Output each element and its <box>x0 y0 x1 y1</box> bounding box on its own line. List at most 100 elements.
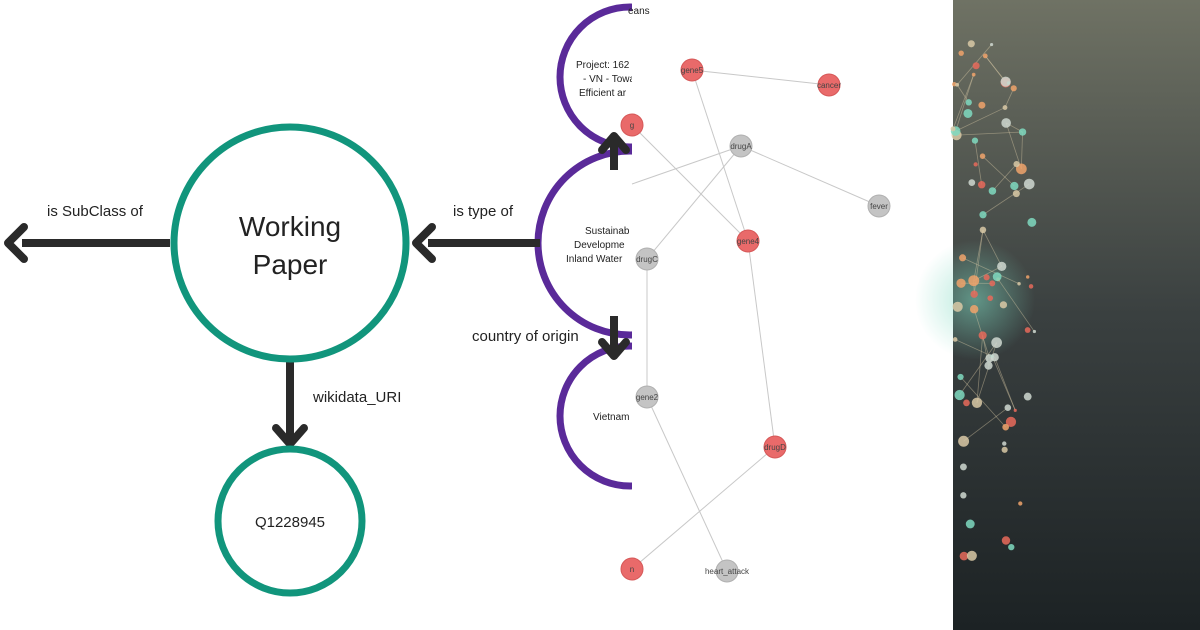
art-line <box>959 342 997 396</box>
art-dot <box>997 261 1007 272</box>
art-line <box>984 55 1007 82</box>
art-dot <box>978 101 986 109</box>
art-line <box>994 357 1016 411</box>
art-dot <box>1001 446 1008 453</box>
art-dot <box>969 305 979 314</box>
art-line <box>952 74 975 130</box>
art-dot <box>963 108 973 118</box>
art-dot <box>1004 404 1012 411</box>
art-dot <box>1018 501 1023 506</box>
art-dot <box>1032 329 1037 334</box>
art-dot <box>1017 282 1021 286</box>
art-dot <box>1001 536 1011 545</box>
graph-node-circle[interactable] <box>635 385 659 409</box>
project-node-label-1: Project: 162 <box>576 60 630 71</box>
graph-links <box>631 69 880 572</box>
art-line <box>956 84 970 103</box>
art-dot <box>959 463 967 471</box>
graph-node-fever[interactable]: fever <box>867 194 891 218</box>
art-dot <box>1018 128 1027 136</box>
art-dot <box>1026 275 1030 279</box>
top-caption: eans <box>628 6 650 17</box>
edge-country-of-origin <box>598 316 630 360</box>
graph-node-drugC[interactable]: drugC <box>635 247 659 271</box>
edge-label-country-of-origin: country of origin <box>472 328 579 345</box>
art-dot <box>952 301 963 312</box>
working-paper-node[interactable] <box>170 123 410 363</box>
graph-node-circle[interactable] <box>620 557 644 581</box>
art-dot <box>971 72 976 77</box>
graph-node-gene2[interactable]: gene2 <box>635 385 659 409</box>
art-dot <box>979 153 986 159</box>
art-dot <box>992 272 1002 282</box>
art-dot <box>960 492 967 499</box>
art-dot <box>967 40 975 48</box>
project-node-label-2: - VN - Towa <box>583 74 635 85</box>
graph-node-circle[interactable] <box>867 194 891 218</box>
graph-node-cancer[interactable]: cancer <box>817 73 841 97</box>
art-dot <box>959 551 969 561</box>
art-dot <box>977 180 986 189</box>
graph-link <box>631 145 742 185</box>
art-dot <box>989 280 996 287</box>
sustainable-node-label-1: Sustainab <box>585 226 630 237</box>
graph-link <box>646 145 742 260</box>
graph-node-circle[interactable] <box>729 134 753 158</box>
graph-link-gene2-heart_attack <box>646 396 728 572</box>
graph-node-label: drugA <box>730 142 752 151</box>
art-line <box>973 229 984 281</box>
graph-node-circle[interactable] <box>715 559 739 583</box>
graph-node-circle[interactable] <box>763 435 787 459</box>
art-dot <box>963 399 970 407</box>
graph-node-drugD[interactable]: drugD <box>763 435 787 459</box>
graph-node-circle[interactable] <box>620 113 644 137</box>
graph-node-gene5[interactable]: gene5 <box>680 58 704 82</box>
art-dot <box>989 42 994 47</box>
art-line <box>962 257 1020 285</box>
art-dot <box>965 519 975 529</box>
graph-node-label: drugD <box>764 443 786 452</box>
force-graph-panel: eans gene5 cancer drugA fever gene4 drugC gene… <box>620 0 953 630</box>
graph-node-drugA[interactable]: drugA <box>729 134 753 158</box>
graph-node-circle[interactable] <box>680 58 704 82</box>
art-line <box>1005 122 1022 169</box>
art-dot <box>999 301 1008 309</box>
art-line <box>960 376 1006 428</box>
graph-link-gene4-drugD <box>747 240 776 448</box>
art-dot <box>983 274 990 281</box>
art-dot <box>1024 327 1031 333</box>
graph-node-circle[interactable] <box>736 229 760 253</box>
art-dot <box>972 62 980 70</box>
art-dot <box>1000 76 1011 87</box>
graph-node-red_edge_bottom[interactable]: n <box>620 557 644 581</box>
graph-link-gene5-gene4 <box>691 69 749 242</box>
graph-node-label: gene4 <box>737 237 760 246</box>
art-dot <box>1002 105 1008 110</box>
graph-node-circle[interactable] <box>635 247 659 271</box>
art-dot <box>973 162 978 167</box>
project-node-label-3: Efficient ar <box>579 88 627 99</box>
art-dot <box>958 435 970 447</box>
graph-node-gene4[interactable]: gene4 <box>736 229 760 253</box>
art-dot <box>1001 118 1011 128</box>
art-line <box>954 339 993 357</box>
art-dot <box>952 337 958 342</box>
graph-node-circle[interactable] <box>817 73 841 97</box>
q-id-node[interactable] <box>214 445 366 597</box>
art-dot <box>955 82 960 87</box>
edge-is-type-of <box>412 223 540 263</box>
art-dot <box>1010 181 1019 191</box>
graph-node-heart_attack[interactable]: heart_attack <box>705 559 750 583</box>
working-paper-label-2: Paper <box>253 249 328 280</box>
art-dot <box>971 137 979 144</box>
art-dot <box>968 275 980 287</box>
art-dot <box>982 53 988 59</box>
art-line <box>997 279 1035 332</box>
art-dot <box>971 397 983 408</box>
graph-node-label: gene2 <box>636 393 659 402</box>
art-dot <box>954 389 965 401</box>
edge-to-project <box>598 132 630 170</box>
art-line <box>991 356 1016 411</box>
graph-node-red_edge_top[interactable]: g <box>620 113 644 137</box>
